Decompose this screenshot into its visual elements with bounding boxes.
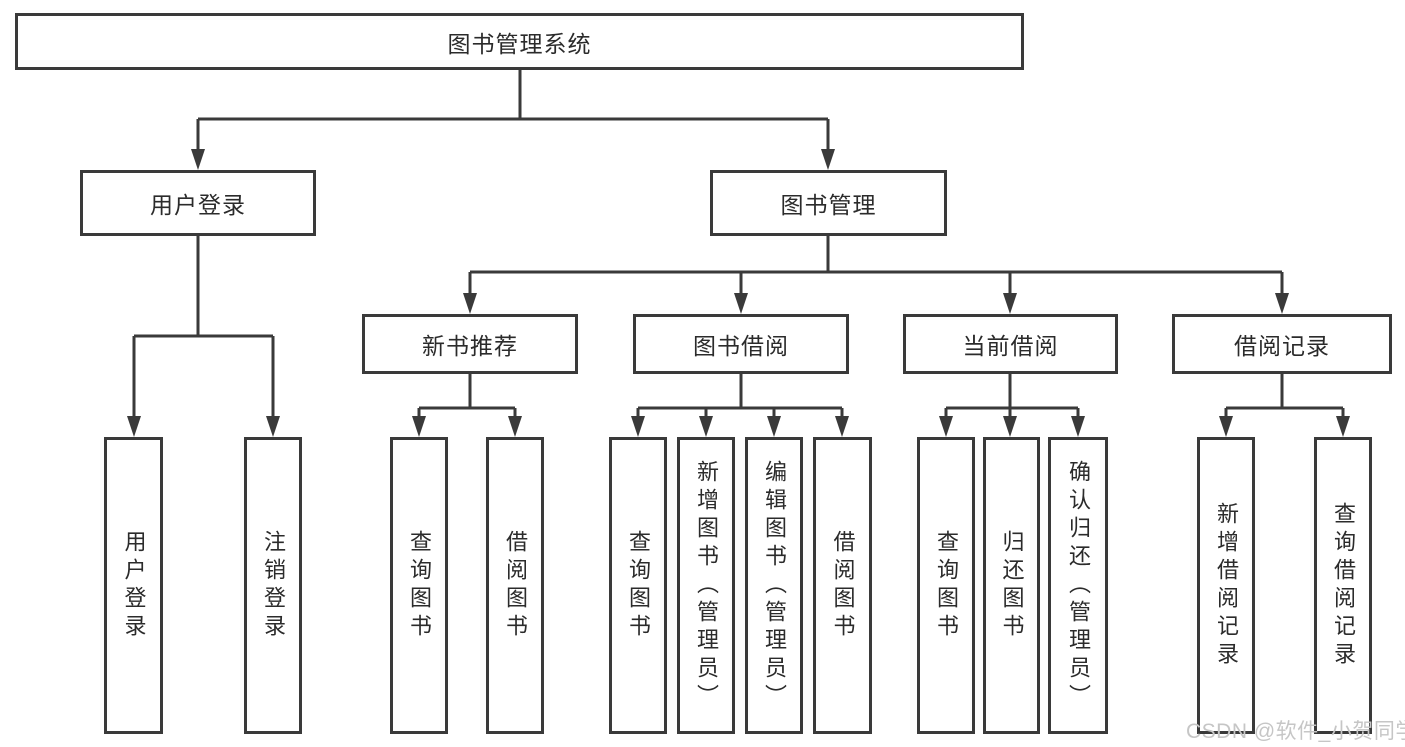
leaf-logout: 注销登录 [244,437,302,734]
node-book-borrow: 图书借阅 [633,314,849,374]
leaf-borrow-books-recommend: 借阅图书 [486,437,544,734]
leaf-query-books-borrow: 查询图书 [609,437,667,734]
leaf-edit-book-admin: 编辑图书（管理员） [745,437,803,734]
arrowhead [508,416,522,437]
leaf-add-borrow-record: 新增借阅记录 [1197,437,1255,734]
arrowhead [835,416,849,437]
leaf-borrow-books: 借阅图书 [813,437,872,734]
arrowhead [821,149,835,170]
leaf-query-books-recommend: 查询图书 [390,437,448,734]
arrowhead [767,416,781,437]
arrowhead [412,416,426,437]
arrowhead [463,293,477,314]
arrowhead [1003,293,1017,314]
arrowhead [1219,416,1233,437]
node-user-login: 用户登录 [80,170,316,236]
leaf-query-borrow-record: 查询借阅记录 [1314,437,1372,734]
leaf-user-login: 用户登录 [104,437,163,734]
leaf-confirm-return-admin: 确认归还（管理员） [1048,437,1108,734]
arrowhead [191,149,205,170]
node-current-borrow: 当前借阅 [903,314,1118,374]
node-borrow-record: 借阅记录 [1172,314,1392,374]
arrowhead [939,416,953,437]
arrowhead [1071,416,1085,437]
arrowhead [1003,416,1017,437]
arrowhead [631,416,645,437]
node-new-book-recommend: 新书推荐 [362,314,578,374]
leaf-return-books: 归还图书 [983,437,1040,734]
node-book-management: 图书管理 [710,170,947,236]
csdn-watermark: CSDN @软件_小贺同学 [1186,720,1405,743]
leaf-query-books-current: 查询图书 [917,437,975,734]
arrowhead [1336,416,1350,437]
arrowhead [1275,293,1289,314]
arrowhead [734,293,748,314]
node-library-system-root: 图书管理系统 [15,13,1024,70]
arrowhead [699,416,713,437]
arrowhead [127,416,141,437]
arrowhead [266,416,280,437]
leaf-add-book-admin: 新增图书（管理员） [677,437,735,734]
